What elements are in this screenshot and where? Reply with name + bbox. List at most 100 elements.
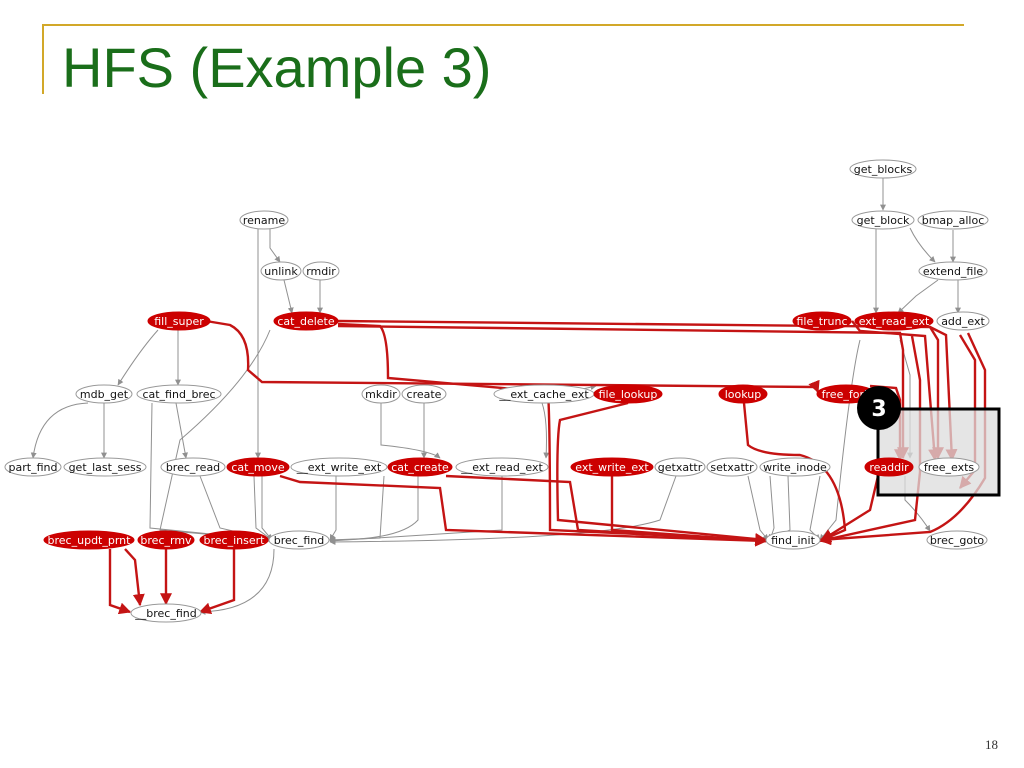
node-setxattr: setxattr — [706, 457, 758, 477]
node-brec-insert: brec_insert — [199, 530, 269, 550]
node-add-ext: add_ext — [936, 311, 990, 331]
svg-text:free_exts: free_exts — [924, 461, 975, 474]
node-get-blocks: get_blocks — [849, 159, 917, 179]
node-cat-find-brec: cat_find_brec — [136, 384, 222, 404]
edge — [337, 319, 944, 460]
edge — [108, 549, 132, 615]
node-part-find: part_find — [4, 457, 62, 477]
node-get-block: get_block — [851, 210, 915, 230]
svg-text:mkdir: mkdir — [365, 388, 397, 401]
svg-text:get_blocks: get_blocks — [854, 163, 913, 176]
svg-text:__brec_find: __brec_find — [134, 607, 196, 620]
node-file-lookup: file_lookup — [593, 384, 663, 404]
svg-text:brec_goto: brec_goto — [930, 534, 985, 547]
node-file-trunc: file_trunc — [792, 311, 852, 331]
edge — [809, 475, 821, 541]
svg-text:cat_move: cat_move — [231, 461, 285, 474]
node-find-init: find_init — [765, 530, 821, 550]
svg-text:cat_create: cat_create — [391, 461, 449, 474]
edge — [30, 402, 89, 459]
svg-text:cat_find_brec: cat_find_brec — [142, 388, 215, 401]
svg-text:file_lookup: file_lookup — [599, 388, 658, 401]
slide-title: HFS (Example 3) — [62, 36, 492, 99]
node-mkdir: mkdir — [361, 384, 401, 404]
svg-text:setxattr: setxattr — [710, 461, 754, 474]
svg-text:readdir: readdir — [869, 461, 909, 474]
node-brec-rmv: brec_rmv — [137, 530, 195, 550]
svg-text:__ext_write_ext: __ext_write_ext — [296, 461, 382, 474]
node-lookup: lookup — [718, 384, 768, 404]
svg-text:free_fork: free_fork — [822, 388, 871, 401]
top-accent-line — [42, 24, 964, 26]
node-brec-read: brec_read — [160, 457, 226, 477]
left-accent-line — [42, 24, 44, 94]
edge — [909, 227, 936, 263]
edge — [269, 229, 281, 263]
red-edges — [108, 319, 987, 615]
svg-text:brec_read: brec_read — [166, 461, 220, 474]
edge — [819, 339, 861, 541]
svg-text:ext_read_ext: ext_read_ext — [859, 315, 930, 328]
node-ext-read-ext-internal: __ext_read_ext — [455, 457, 549, 477]
node-cat-move: cat_move — [226, 457, 290, 477]
highlight-box — [876, 407, 1001, 497]
node-write-inode: write_inode — [759, 457, 831, 477]
edge — [337, 324, 909, 460]
edge — [541, 402, 550, 459]
edge — [124, 548, 145, 607]
edge — [742, 402, 847, 543]
svg-text:file_trunc: file_trunc — [796, 315, 847, 328]
edge — [117, 329, 159, 386]
node-brec-find-internal: __brec_find — [130, 603, 202, 623]
node-cat-delete: cat_delete — [273, 311, 339, 331]
svg-text:ext_write_ext: ext_write_ext — [575, 461, 649, 474]
node-ext-cache-ext: __ext_cache_ext — [493, 384, 595, 404]
svg-text:mdb_get: mdb_get — [80, 388, 129, 401]
svg-text:brec_find: brec_find — [274, 534, 324, 547]
svg-text:find_init: find_init — [771, 534, 815, 547]
edge — [253, 475, 273, 541]
edge — [380, 403, 441, 459]
node-readdir: readdir — [864, 457, 914, 477]
edge — [897, 279, 939, 314]
svg-text:brec_rmv: brec_rmv — [140, 534, 192, 547]
edge — [337, 322, 768, 546]
edge — [159, 329, 273, 543]
svg-text:__ext_cache_ext: __ext_cache_ext — [498, 388, 589, 401]
node-brec-updt-prnt: brec_updt_prnt — [43, 530, 135, 550]
svg-text:fill_super: fill_super — [154, 315, 204, 328]
edge — [205, 319, 820, 394]
callout-badge: 3 — [857, 386, 901, 430]
svg-text:unlink: unlink — [264, 265, 298, 278]
edge — [198, 549, 236, 615]
node-mdb-get: mdb_get — [75, 384, 133, 404]
edge — [820, 475, 880, 542]
edge — [768, 475, 775, 541]
node-get-last-sess: get_last_sess — [63, 457, 147, 477]
edge — [261, 476, 273, 541]
node-unlink: unlink — [260, 261, 302, 281]
svg-text:create: create — [407, 388, 442, 401]
node-fill-super: fill_super — [147, 311, 211, 331]
svg-text:__ext_read_ext: __ext_read_ext — [460, 461, 543, 474]
node-ext-write-ext-red: ext_write_ext — [570, 457, 654, 477]
svg-text:rename: rename — [243, 214, 285, 227]
svg-text:bmap_alloc: bmap_alloc — [922, 214, 985, 227]
node-rename: rename — [239, 210, 289, 230]
node-extend-file: extend_file — [918, 261, 988, 281]
svg-text:get_block: get_block — [857, 214, 910, 227]
edge — [279, 474, 768, 547]
edge — [610, 476, 768, 547]
node-brec-goto: brec_goto — [926, 530, 988, 550]
node-cat-create: cat_create — [387, 457, 453, 477]
node-ext-write-ext: __ext_write_ext — [290, 457, 388, 477]
node-brec-find: brec_find — [268, 530, 330, 550]
edge — [904, 476, 931, 532]
edge — [747, 475, 769, 541]
node-getxattr: getxattr — [654, 457, 706, 477]
edge — [329, 476, 503, 544]
edge — [556, 401, 768, 545]
edge — [199, 475, 273, 542]
page-number: 18 — [985, 737, 998, 752]
